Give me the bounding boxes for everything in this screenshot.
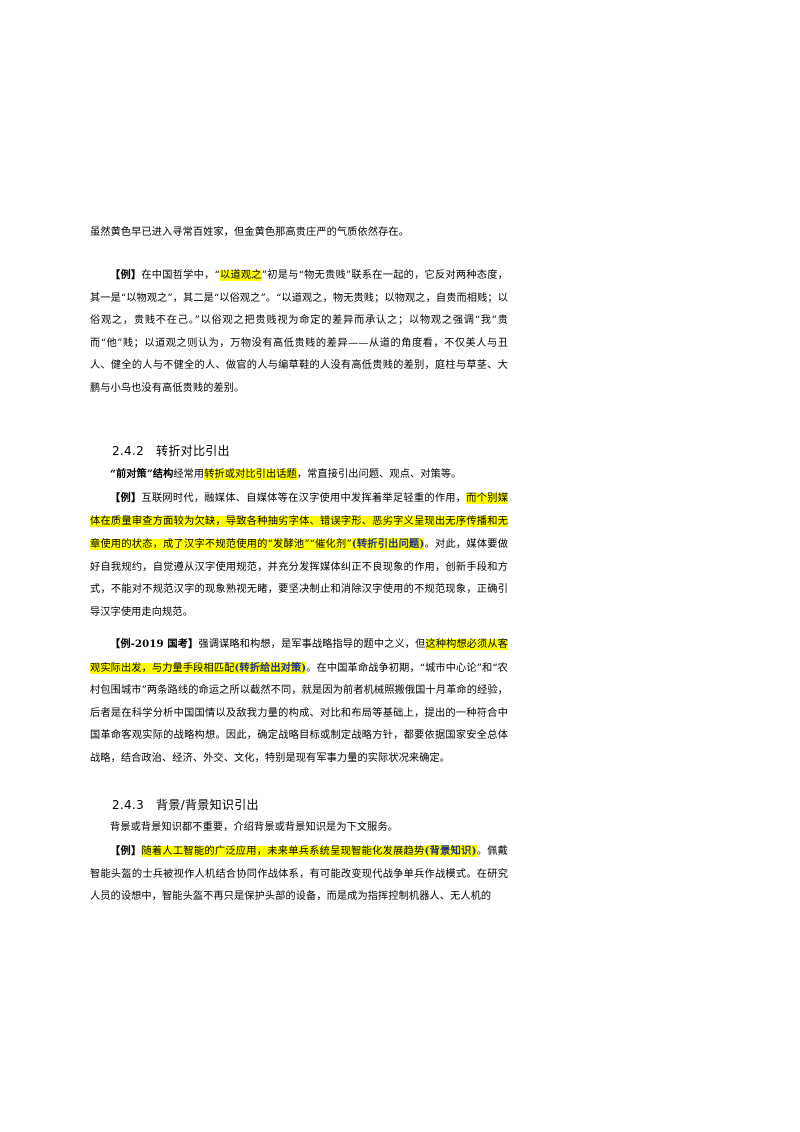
paragraph-example-3: 【例-2019 国考】强调谋略和构想，是军事战略指导的题中之义，但这种构想必须从… bbox=[90, 633, 508, 771]
example-3-text: 【例-2019 国考】强调谋略和构想，是军事战略指导的题中之义，但这种构想必须从… bbox=[90, 633, 508, 771]
highlight: 随着人工智能的广泛应用，未来单兵系统呈现智能化发展趋势 bbox=[141, 846, 425, 857]
highlight: 以道观之 bbox=[219, 270, 262, 281]
annotation-highlight: (转折给出对策) bbox=[234, 661, 307, 674]
paragraph-example-1: 【例】在中国哲学中，“以道观之”初是与“物无贵贱”联系在一起的，它反对两种态度，… bbox=[90, 264, 508, 401]
text-span: 。在中国革命战争初期，“城市中心论”和“农村包围城市”两条路线的命运之所以截然不… bbox=[90, 662, 508, 764]
section-title: 转折对比引出 bbox=[156, 444, 230, 458]
background-text: 背景或背景知识都不重要，介绍背景或背景知识是为下文服务。 bbox=[110, 822, 399, 833]
text-span: 。对此，媒体要做好自我规约，自觉遵从汉字使用规范，并充分发挥媒体纠正不良现象的作… bbox=[90, 539, 508, 618]
text-span: 互联网时代，融媒体、自媒体等在汉字使用中发挥着举足轻重的作用， bbox=[141, 493, 467, 504]
paragraph-background: 背景或背景知识都不重要，介绍背景或背景知识是为下文服务。 bbox=[90, 817, 508, 840]
example-tag: 【例】 bbox=[110, 269, 142, 281]
text-span: ”初是与“物无贵贱”联系在一起的，它反对两种态度，其一是“以物观之”，其二是“以… bbox=[90, 270, 508, 394]
example-2-text: 【例】互联网时代，融媒体、自媒体等在汉字使用中发挥着举足轻重的作用，而个别媒体在… bbox=[90, 487, 508, 625]
section-title: 背景/背景知识引出 bbox=[156, 798, 259, 812]
text-span: 。佩戴智能头盔的士兵被视作人机结合协同作战体系，有可能改变现代战争单兵作战模式。… bbox=[90, 846, 508, 903]
paragraph-structure: “前对策”结构经常用转折或对比引出话题，常直接引出问题、观点、对策等。 bbox=[90, 463, 508, 487]
text-span: 经常用 bbox=[173, 469, 205, 480]
example-1-text: 【例】在中国哲学中，“以道观之”初是与“物无贵贱”联系在一起的，它反对两种态度，… bbox=[90, 264, 508, 401]
example-tag: 【例】 bbox=[110, 492, 142, 504]
bold-term: “前对策”结构 bbox=[110, 468, 174, 480]
intro-text: 虽然黄色早已进入寻常百姓家，但金黄色那高贵庄严的气质依然存在。 bbox=[90, 227, 409, 238]
structure-text: “前对策”结构经常用转折或对比引出话题，常直接引出问题、观点、对策等。 bbox=[90, 463, 508, 487]
text-span: ，常直接引出问题、观点、对策等。 bbox=[296, 469, 462, 480]
paragraph-intro: 虽然黄色早已进入寻常百姓家，但金黄色那高贵庄严的气质依然存在。 bbox=[90, 222, 508, 245]
example-tag: 【例-2019 国考】 bbox=[110, 638, 199, 650]
example-tag: 【例】 bbox=[110, 845, 142, 857]
section-heading-2-4-2: 2.4.2 转折对比引出 bbox=[112, 442, 230, 459]
section-number: 2.4.2 bbox=[112, 444, 145, 458]
paragraph-example-4: 【例】随着人工智能的广泛应用，未来单兵系统呈现智能化发展趋势(背景知识)。佩戴智… bbox=[90, 840, 508, 909]
section-number: 2.4.3 bbox=[112, 798, 145, 812]
example-4-text: 【例】随着人工智能的广泛应用，未来单兵系统呈现智能化发展趋势(背景知识)。佩戴智… bbox=[90, 840, 508, 909]
highlight: 转折或对比引出话题 bbox=[204, 469, 297, 480]
text-span: 强调谋略和构想，是军事战略指导的题中之义，但 bbox=[198, 639, 426, 650]
paragraph-example-2: 【例】互联网时代，融媒体、自媒体等在汉字使用中发挥着举足轻重的作用，而个别媒体在… bbox=[90, 487, 508, 625]
annotation-highlight: (背景知识) bbox=[424, 845, 477, 857]
annotation-highlight: (转折引出问题) bbox=[351, 538, 425, 551]
section-heading-2-4-3: 2.4.3 背景/背景知识引出 bbox=[112, 796, 259, 813]
text-span: 在中国哲学中，“ bbox=[141, 270, 220, 281]
